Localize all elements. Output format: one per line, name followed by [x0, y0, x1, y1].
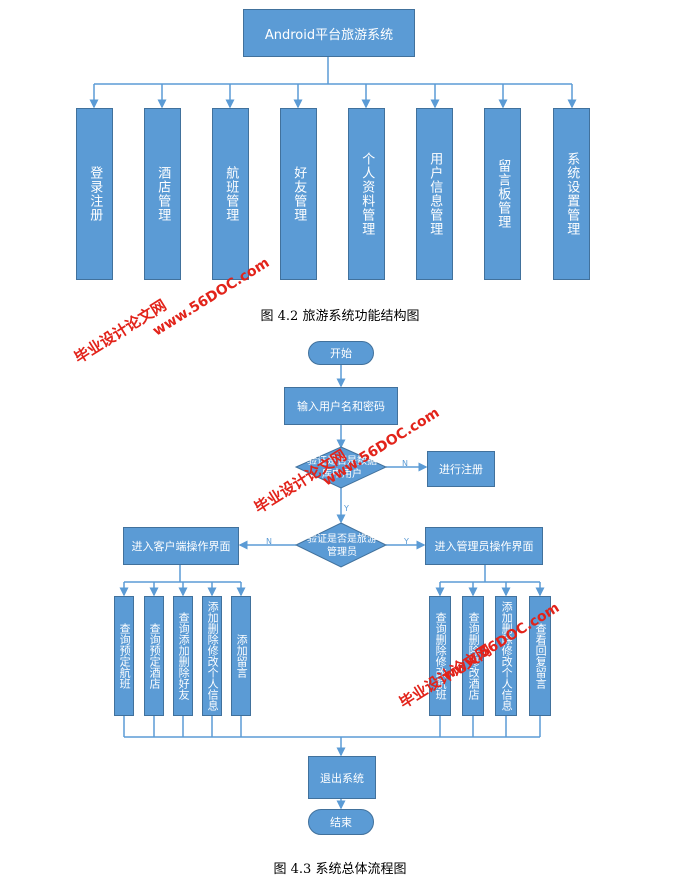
exit-node: 退出系统 — [308, 756, 376, 799]
module-hotel: 酒店管理 — [144, 108, 181, 280]
figure1-caption: 图 4.2 旅游系统功能结构图 — [260, 309, 420, 324]
client-item-profile: 添加删除修改个人信息 — [202, 596, 222, 716]
admin-item-profile: 添加删除修改个人信息 — [495, 596, 517, 716]
decision1-diamond — [294, 446, 388, 489]
decision2-label: 验证是否是旅游管理员 — [307, 534, 377, 558]
client-item-hotel: 查询预定酒店 — [144, 596, 164, 716]
module-login: 登录注册 — [76, 108, 113, 280]
root-node: Android平台旅游系统 — [243, 9, 415, 57]
module-profile: 个人资料管理 — [348, 108, 385, 280]
client-item-message: 添加留言 — [231, 596, 251, 716]
admin-item-hotel: 查询删除修改酒店 — [462, 596, 484, 716]
client-ui-node: 进入客户端操作界面 — [123, 527, 239, 565]
module-friends: 好友管理 — [280, 108, 317, 280]
module-messageboard: 留言板管理 — [484, 108, 521, 280]
yes-label-1: Y — [344, 504, 349, 513]
client-item-flight: 查询预定航班 — [114, 596, 134, 716]
decision2-diamond — [294, 522, 388, 568]
client-item-friends: 查询添加删除好友 — [173, 596, 193, 716]
admin-item-flight: 查询删除修改航班 — [429, 596, 451, 716]
no-label-1: N — [402, 459, 408, 468]
input-credentials: 输入用户名和密码 — [284, 387, 398, 425]
start-node: 开始 — [308, 341, 374, 365]
figure2-caption: 图 4.3 系统总体流程图 — [273, 862, 407, 877]
decision1-label: 验证是否是数据库中用户 — [307, 456, 377, 480]
module-settings: 系统设置管理 — [553, 108, 590, 280]
yes-label-2: Y — [404, 537, 409, 546]
end-node: 结束 — [308, 809, 374, 835]
admin-ui-node: 进入管理员操作界面 — [425, 527, 543, 565]
module-userinfo: 用户信息管理 — [416, 108, 453, 280]
no-label-2: N — [266, 537, 272, 546]
register-node: 进行注册 — [427, 451, 495, 487]
admin-item-reply: 查看回复留言 — [529, 596, 551, 716]
module-flight: 航班管理 — [212, 108, 249, 280]
